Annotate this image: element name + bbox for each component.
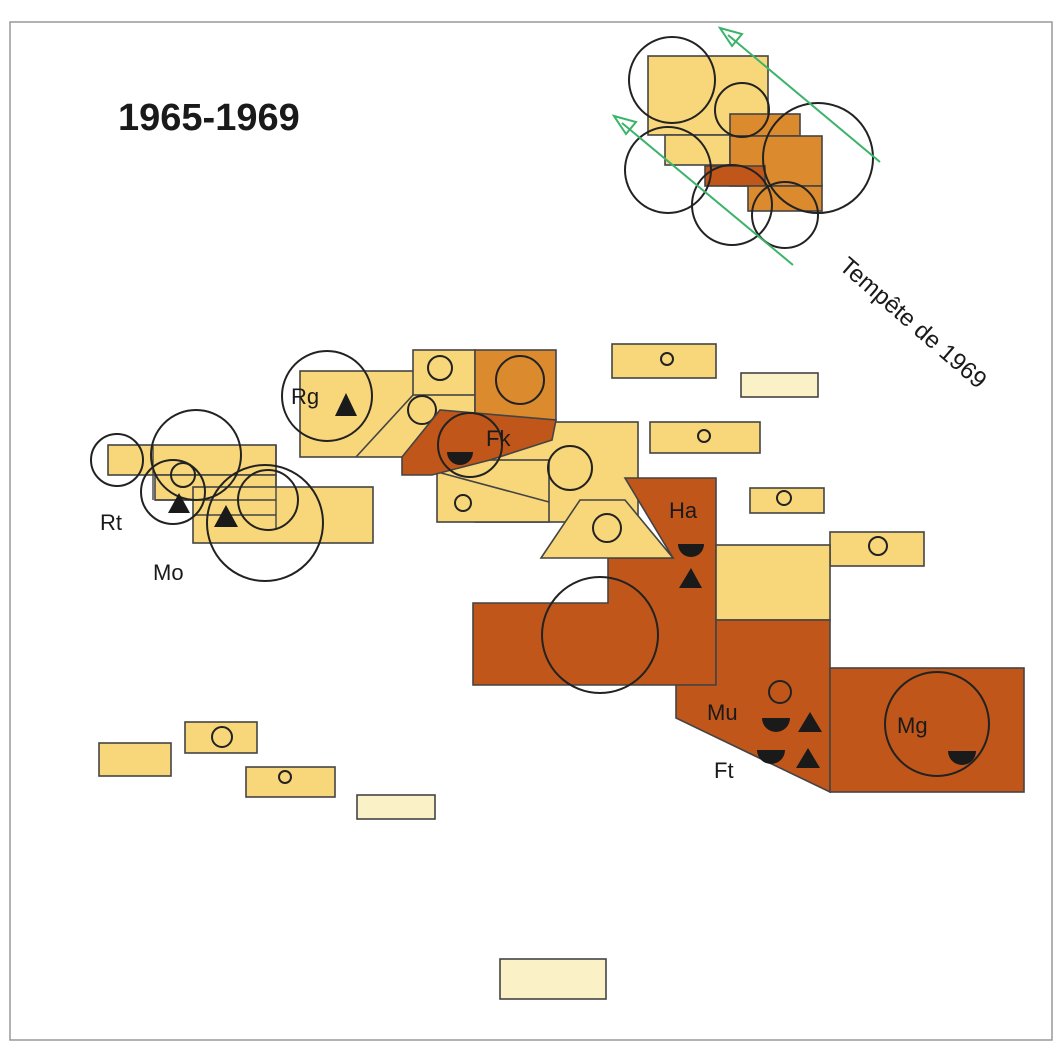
atoll-light	[611, 343, 717, 379]
storm-track-arrow	[611, 114, 794, 266]
circle-marker	[150, 409, 242, 501]
circle-marker	[776, 490, 792, 506]
triangle-symbol	[335, 393, 357, 416]
circle-marker	[170, 462, 196, 488]
storm-track-arrow	[717, 26, 881, 163]
circle-marker	[691, 164, 773, 246]
circle-marker	[437, 412, 503, 478]
circle-marker	[541, 576, 659, 694]
circle-marker	[495, 355, 545, 405]
circle-marker	[427, 355, 453, 381]
atoll-label-mg: Mg	[897, 713, 928, 738]
zone-dark	[829, 667, 1025, 793]
map-frame	[9, 21, 1053, 1041]
circle-marker	[660, 352, 674, 366]
triangle-symbol	[796, 748, 820, 768]
zone-light	[436, 459, 550, 523]
zone-light	[107, 444, 277, 476]
triangle-symbol	[214, 505, 238, 527]
circle-marker	[140, 459, 206, 525]
atoll-label-ft: Ft	[714, 758, 734, 783]
half-disc-symbol	[757, 750, 785, 764]
circle-marker	[211, 726, 233, 748]
circle-marker	[768, 680, 792, 704]
triangle-symbol	[679, 568, 702, 588]
circle-marker	[278, 770, 292, 784]
atoll-label-rg: Rg	[291, 384, 319, 409]
atoll-label-mo: Mo	[153, 560, 184, 585]
atoll-light	[649, 421, 761, 454]
circle-marker	[237, 469, 299, 531]
triangle-symbol	[798, 712, 822, 732]
triangle-symbol	[168, 493, 190, 513]
storm-cluster	[611, 26, 881, 266]
zone-light	[539, 499, 675, 559]
atoll-pale	[356, 794, 436, 820]
circle-marker	[592, 513, 622, 543]
zone-light	[715, 544, 831, 621]
half-disc-symbol	[447, 452, 473, 465]
zone-dark	[675, 619, 831, 794]
circle-marker	[547, 445, 593, 491]
atoll-label-mu: Mu	[707, 700, 738, 725]
circle-marker	[281, 350, 373, 442]
circle-marker	[714, 82, 770, 138]
circle-marker	[751, 181, 819, 249]
circle-marker	[868, 536, 888, 556]
atoll-label-ha: Ha	[669, 498, 698, 523]
atoll-light	[98, 742, 172, 777]
circle-marker	[454, 494, 472, 512]
atoll-pale	[740, 372, 819, 398]
zone-medium	[747, 185, 823, 212]
circle-marker	[90, 433, 144, 487]
half-disc-symbol	[948, 751, 976, 765]
half-disc-symbol	[678, 544, 704, 557]
storm-label: Tempête de 1969	[834, 252, 992, 394]
half-disc-symbol	[762, 718, 790, 732]
circle-marker	[206, 464, 324, 582]
circle-marker	[628, 36, 716, 124]
atoll-label-fk: Fk	[486, 426, 511, 451]
circle-marker	[884, 671, 990, 777]
map-title: 1965-1969	[118, 97, 300, 139]
atoll-pale	[499, 958, 607, 1000]
circle-marker	[697, 429, 711, 443]
atoll-light	[245, 766, 336, 798]
atoll-label-rt: Rt	[100, 510, 122, 535]
circle-marker	[407, 395, 437, 425]
